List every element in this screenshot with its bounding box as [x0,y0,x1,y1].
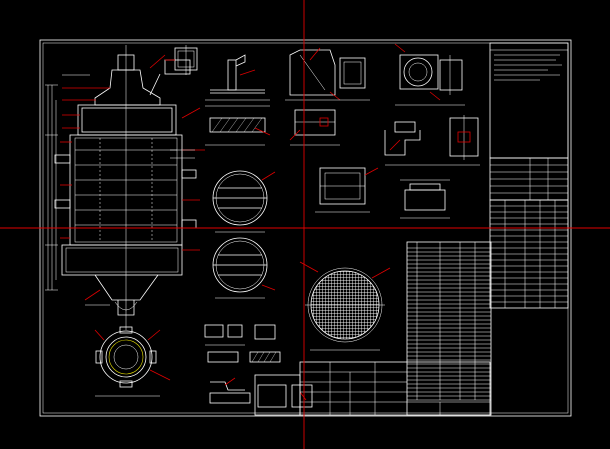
support-section-detail[interactable] [205,54,271,146]
tray-plate-lower[interactable] [212,237,276,299]
parts-list-table [406,241,492,416]
perforated-plate[interactable] [299,261,391,351]
design-data-table [489,157,569,201]
manway-detail[interactable] [394,43,465,106]
base-ring-plan[interactable] [94,326,171,397]
nozzle-top-detail[interactable] [165,45,198,75]
title-block [254,361,491,416]
title-notes-block [489,42,569,159]
tray-plate-upper[interactable] [212,170,276,233]
saddle-detail[interactable] [384,115,480,166]
vessel-elevation-view[interactable] [45,45,205,330]
baffle-square-detail[interactable] [315,167,450,219]
flange-detail-b[interactable] [289,109,340,146]
nozzle-schedule-table [489,199,569,309]
flange-detail-a[interactable] [285,47,370,101]
weld-detail-group[interactable] [204,324,313,408]
